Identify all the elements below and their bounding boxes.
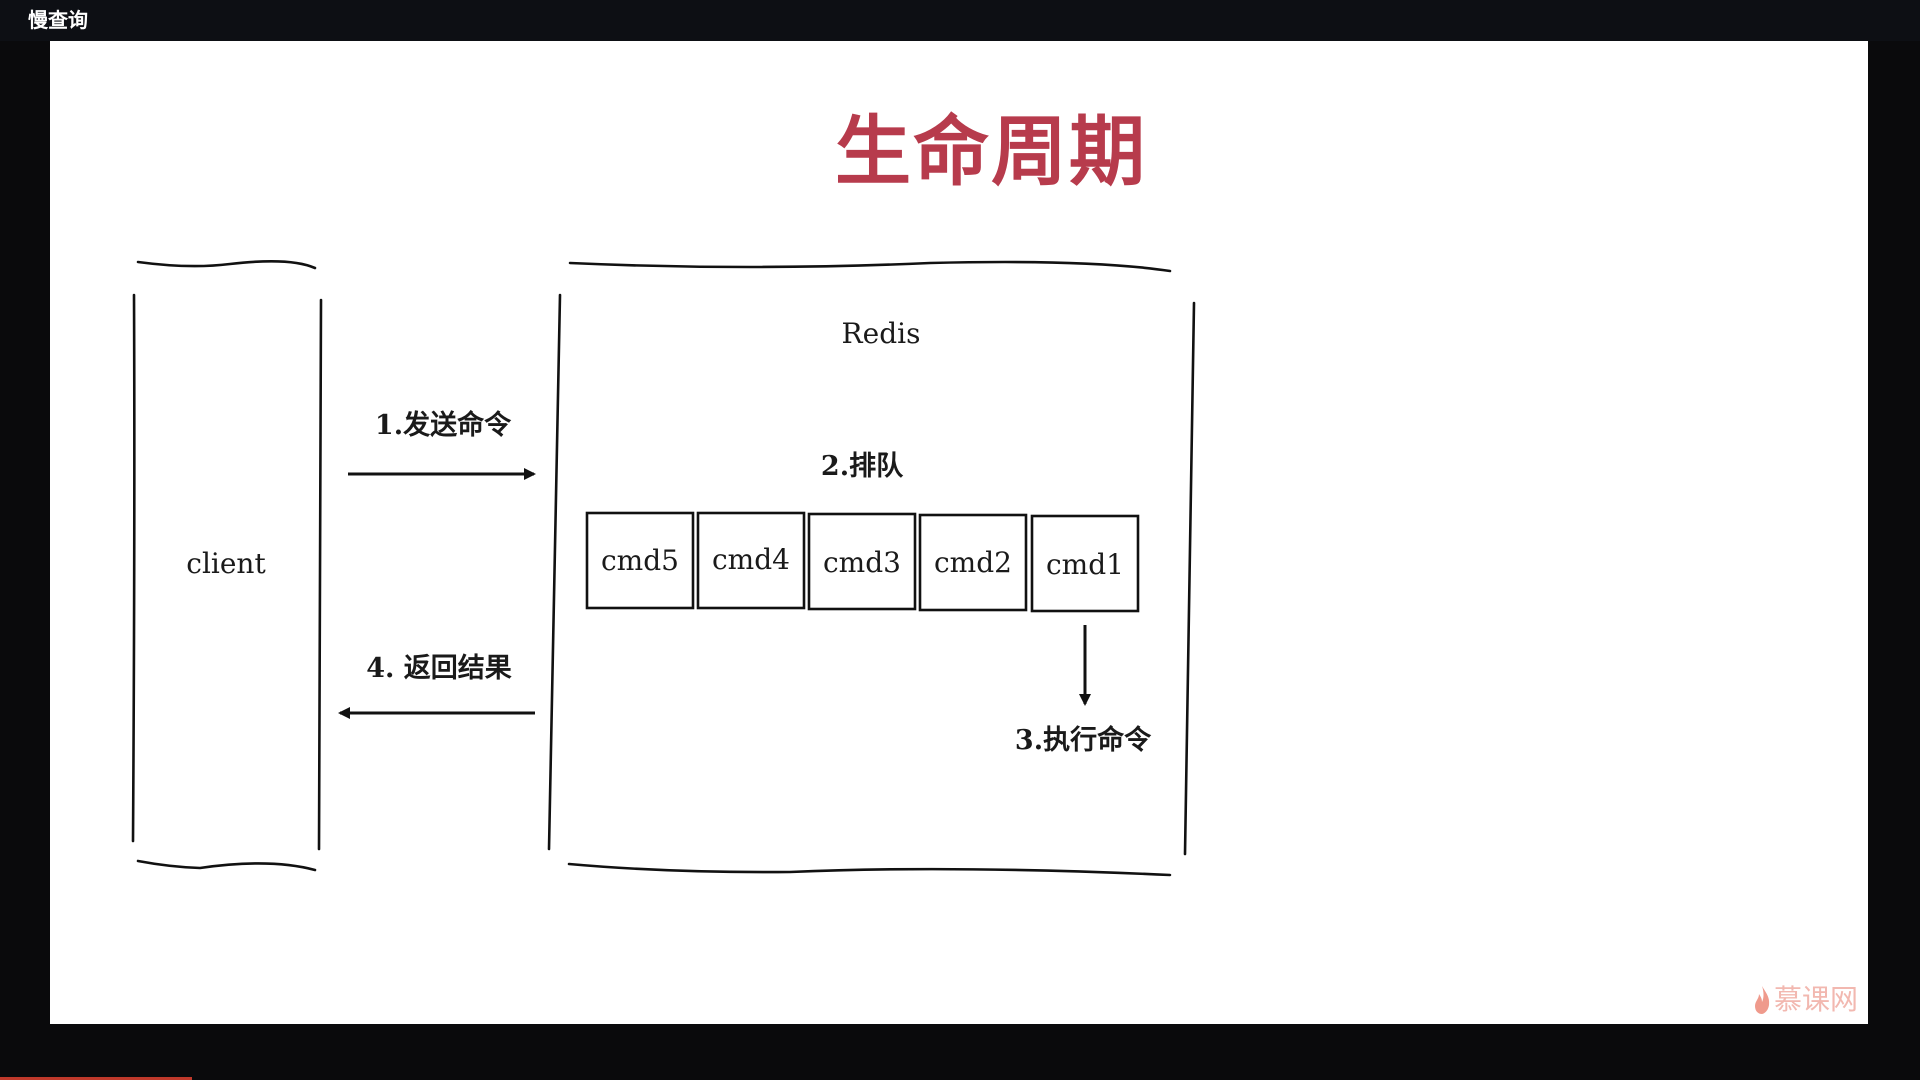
- window-title: 慢查询: [28, 8, 88, 32]
- slide: 生命周期 client Redis 1.发送命令 2.排队: [50, 41, 1868, 1024]
- queue-cell: [807, 512, 917, 611]
- slide-title: 生命周期: [835, 107, 1147, 196]
- queue-cell: [585, 511, 695, 610]
- queue-cmd-label: cmd2: [934, 546, 1012, 579]
- video-control-bar: [0, 1024, 1920, 1080]
- queue-cmd-label: cmd1: [1046, 548, 1124, 581]
- step-execute-label: 3.执行命令: [1015, 724, 1152, 756]
- queue-cmd-label: cmd5: [601, 544, 679, 577]
- queue-cmd-label: cmd3: [823, 546, 901, 579]
- watermark-text: 慕课网: [1773, 983, 1858, 1016]
- flame-icon: [1754, 986, 1770, 1014]
- step-return-result-label: 4. 返回结果: [366, 653, 512, 684]
- redis-label: Redis: [842, 317, 921, 350]
- redis-box: [547, 260, 1196, 877]
- queue-cmd-label: cmd4: [712, 543, 790, 576]
- client-label: client: [186, 547, 266, 580]
- queue-cell: [696, 511, 806, 610]
- watermark-logo: 慕课网: [1752, 984, 1858, 1016]
- queue-cell: [918, 513, 1028, 612]
- step-queue-label: 2.排队: [821, 451, 904, 482]
- queue-cell: [1030, 514, 1140, 613]
- client-box: [131, 259, 323, 872]
- window-titlebar: 慢查询: [0, 0, 1920, 41]
- lifecycle-diagram: client Redis 1.发送命令 2.排队 cmd5 cmd4 cmd3 …: [131, 259, 1196, 877]
- step-send-command-label: 1.发送命令: [375, 409, 512, 441]
- video-progress-bar[interactable]: [0, 1077, 192, 1080]
- command-queue: cmd5 cmd4 cmd3 cmd2 cmd1: [585, 511, 1140, 613]
